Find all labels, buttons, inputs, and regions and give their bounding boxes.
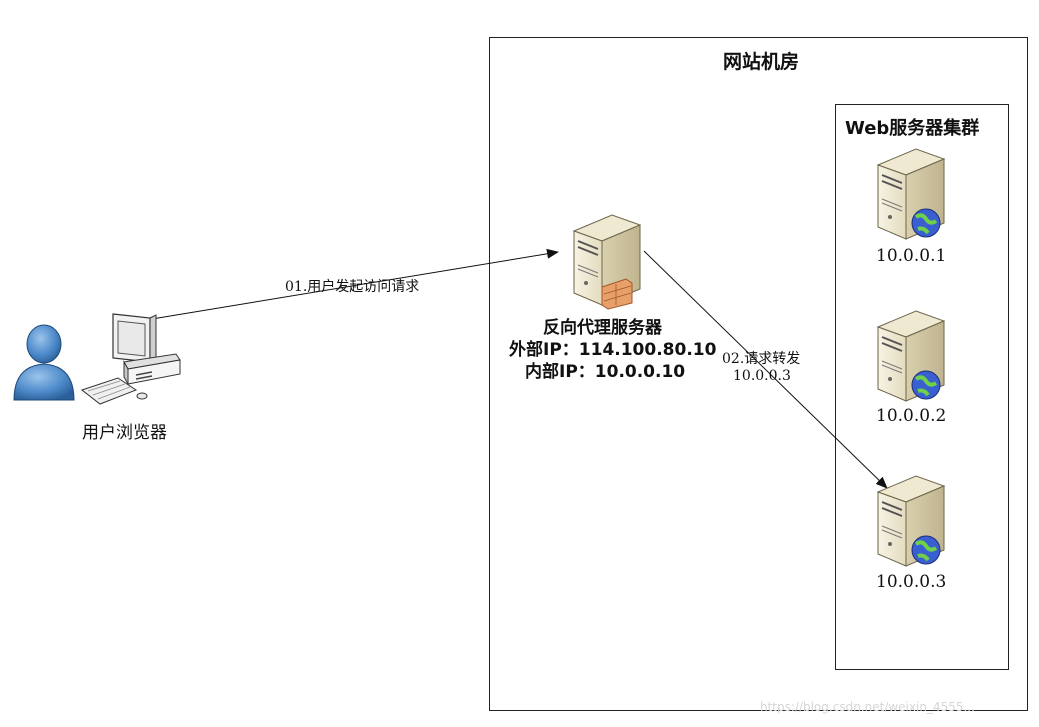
proxy-name: 反向代理服务器 — [543, 318, 662, 338]
proxy-server-icon — [572, 214, 642, 310]
forward-arrow-label: 02.请求转发 — [722, 351, 801, 367]
web-server-1-icon — [876, 148, 946, 240]
web-server-3-ip: 10.0.0.3 — [876, 572, 947, 592]
proxy-external-ip: 外部IP：114.100.80.10 — [509, 340, 717, 360]
forward-target-label: 10.0.0.3 — [733, 368, 791, 384]
web-server-2-ip: 10.0.0.2 — [876, 406, 947, 426]
request-arrow-label: 01.用户发起访问请求 — [285, 279, 420, 295]
web-server-1-ip: 10.0.0.1 — [876, 246, 947, 266]
proxy-internal-ip: 内部IP：10.0.0.10 — [525, 362, 686, 382]
computer-icon — [80, 313, 181, 405]
datacenter-title: 网站机房 — [723, 51, 800, 73]
web-server-3-icon — [876, 475, 946, 567]
datacenter-box — [489, 37, 1028, 711]
watermark: https://blog.csdn.net/weixin_4555... — [760, 700, 975, 714]
cluster-title: Web服务器集群 — [845, 118, 980, 139]
user-icon — [13, 324, 75, 401]
client-label: 用户浏览器 — [82, 423, 167, 443]
web-server-2-icon — [876, 310, 946, 402]
